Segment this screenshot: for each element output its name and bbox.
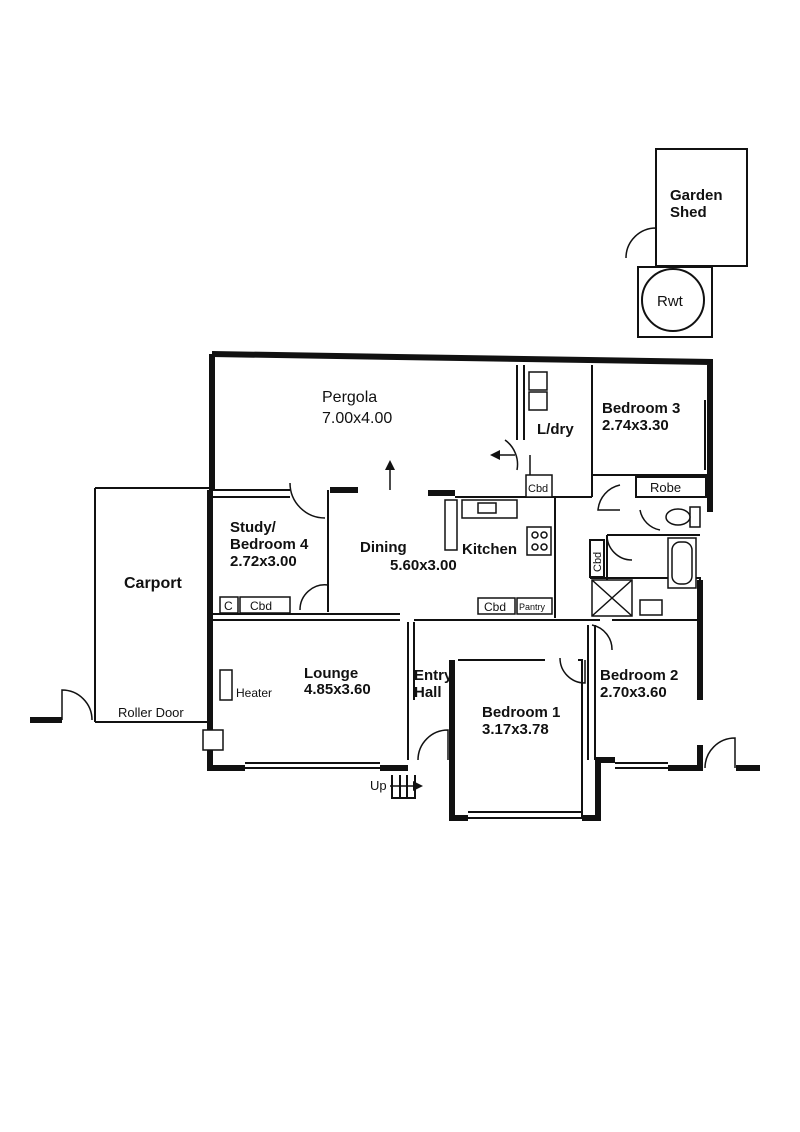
laundry-label: L/dry xyxy=(537,421,574,438)
hall-cbd-label: Cbd xyxy=(592,552,604,572)
up-label: Up xyxy=(370,778,387,793)
bedroom2-size: 2.70x3.60 xyxy=(600,684,667,701)
entry-label-1: Entry xyxy=(414,667,453,684)
heater-label: Heater xyxy=(236,686,272,700)
study-size: 2.72x3.00 xyxy=(230,553,297,570)
lounge-size: 4.85x3.60 xyxy=(304,681,371,698)
bedroom1-label: Bedroom 1 xyxy=(482,704,560,721)
garden-shed-label-2: Shed xyxy=(670,204,707,221)
study-label-1: Study/ xyxy=(230,519,277,536)
roller-door-label: Roller Door xyxy=(118,705,184,720)
laundry-cbd-label: Cbd xyxy=(528,483,548,495)
bedroom2-label: Bedroom 2 xyxy=(600,667,678,684)
lounge-label: Lounge xyxy=(304,665,358,682)
kitchen-label: Kitchen xyxy=(462,541,517,558)
room-labels: Pergola 7.00x4.00 L/dry Cbd Bedroom 3 2.… xyxy=(224,389,681,793)
rainwater-tank: Rwt xyxy=(637,266,713,338)
carport: Carport Roller Door xyxy=(61,487,224,751)
carport-label: Carport xyxy=(124,575,182,592)
garden-shed-label-1: Garden xyxy=(670,187,723,204)
pergola-label: Pergola xyxy=(322,389,377,406)
study-cbd-label: Cbd xyxy=(250,599,272,613)
pergola-size: 7.00x4.00 xyxy=(322,410,392,427)
direction-arrows xyxy=(385,450,515,791)
bedroom3-size: 2.74x3.30 xyxy=(602,417,669,434)
study-c-label: C xyxy=(224,599,233,613)
pantry-label: Pantry xyxy=(519,602,546,612)
interior-walls xyxy=(212,365,710,819)
garden-shed: Garden Shed xyxy=(625,148,748,267)
study-label-2: Bedroom 4 xyxy=(230,536,309,553)
robe-label: Robe xyxy=(650,480,681,495)
door-swings xyxy=(289,439,736,769)
rwt-label: Rwt xyxy=(657,293,684,310)
bedroom1-size: 3.17x3.78 xyxy=(482,721,549,738)
bedroom3-label: Bedroom 3 xyxy=(602,400,680,417)
fixtures xyxy=(219,371,701,701)
dining-size: 5.60x3.00 xyxy=(390,557,457,574)
dining-label: Dining xyxy=(360,539,407,556)
kitchen-cbd-label: Cbd xyxy=(484,600,506,614)
entry-label-2: Hall xyxy=(414,684,442,701)
